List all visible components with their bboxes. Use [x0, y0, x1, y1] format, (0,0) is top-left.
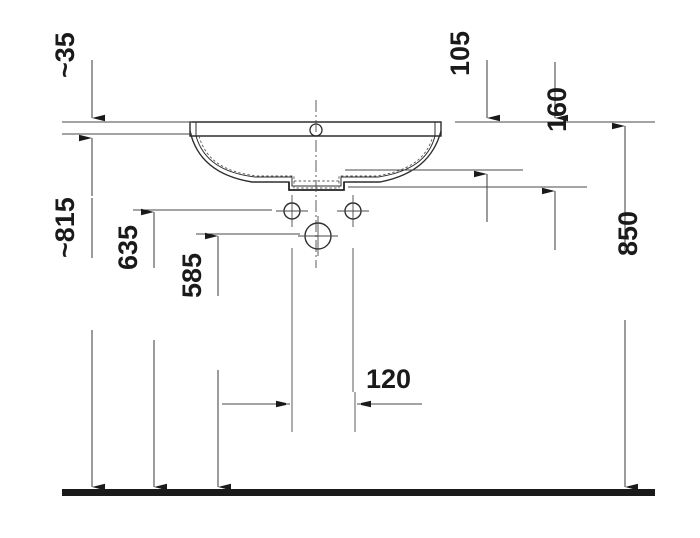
supply-connection-left	[276, 195, 308, 227]
dimension-label-top-gap: ~35	[50, 32, 80, 78]
dimension-trap-offset: 160	[542, 62, 572, 250]
drain-outlet-boss	[288, 182, 345, 191]
dimension-top-gap: ~35	[50, 32, 105, 196]
dimension-supply-spacing: 120	[222, 364, 422, 404]
supply-connection-right	[337, 195, 369, 227]
dimension-label-drain-rough-in: 585	[177, 253, 207, 298]
basin-inner-dashed-profile	[198, 135, 434, 189]
finished-floor-level	[62, 489, 655, 496]
dimension-counter-height: 850	[612, 122, 643, 491]
dimension-label-counter-height: 850	[613, 211, 643, 256]
dimension-rim-offset: 105	[445, 31, 500, 222]
dimension-label-basin-to-floor: ~815	[50, 197, 80, 258]
dimension-drain-rough-in: 585	[177, 232, 231, 491]
dimension-supply-rough-in: 635	[113, 208, 167, 491]
dimension-basin-to-floor: ~815	[50, 197, 105, 491]
dimension-label-trap-offset: 160	[542, 87, 572, 132]
dimension-label-supply-rough-in: 635	[113, 225, 143, 270]
drain-connection-centre	[298, 216, 338, 256]
dimension-label-supply-spacing: 120	[366, 364, 411, 394]
dimension-label-rim-offset: 105	[445, 31, 475, 76]
